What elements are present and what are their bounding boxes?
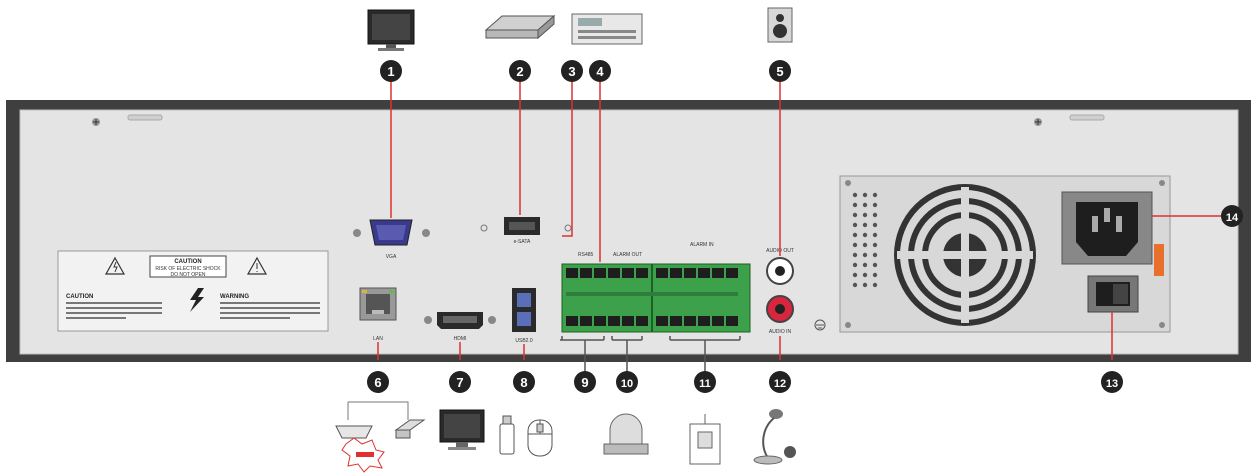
network-cloud-icon xyxy=(335,401,426,473)
svg-text:8: 8 xyxy=(520,375,527,390)
warning-triangle-icon xyxy=(246,256,268,275)
caution-left-title: CAUTION xyxy=(66,294,93,300)
alarm-out-label: ALARM OUT xyxy=(613,252,642,258)
callout-14: 14 xyxy=(1221,205,1243,227)
lan-label: LAN xyxy=(373,336,383,342)
usb-label: USB2.0 xyxy=(515,338,532,344)
svg-text:11: 11 xyxy=(699,378,711,390)
lan-port: LAN xyxy=(359,287,397,342)
caution-line-2: DO NOT OPEN xyxy=(171,272,206,278)
callout-4: 4 xyxy=(589,60,611,82)
vga-label: VGA xyxy=(386,254,397,260)
hdmi-label: HDMI xyxy=(454,336,467,342)
svg-text:2: 2 xyxy=(516,64,523,79)
callout-8: 8 xyxy=(513,371,535,393)
power-supply xyxy=(839,175,1171,333)
svg-text:9: 9 xyxy=(581,375,588,390)
screw-icon xyxy=(92,118,100,126)
microphone-icon xyxy=(753,409,796,465)
lightning-icon xyxy=(190,288,204,312)
callout-9: 9 xyxy=(574,371,596,393)
monitor-icon xyxy=(439,409,485,450)
svg-text:5: 5 xyxy=(776,64,783,79)
callout-2: 2 xyxy=(509,60,531,82)
screw-icon xyxy=(1159,180,1165,186)
alarm-in-label: ALARM IN xyxy=(690,242,714,248)
screw-icon xyxy=(845,180,851,186)
power-switch xyxy=(1087,275,1139,313)
power-socket xyxy=(1061,191,1153,265)
hard-drive-icon xyxy=(484,14,556,40)
rs485-label: RS485 xyxy=(578,252,594,258)
screw-icon xyxy=(845,322,851,328)
caution-sticker: CAUTION RISK OF ELECTRIC SHOCK DO NOT OP… xyxy=(57,250,329,332)
usb-drive-icon xyxy=(499,415,515,455)
usb-port: USB2.0 xyxy=(512,288,536,344)
callout-7: 7 xyxy=(449,371,471,393)
svg-text:14: 14 xyxy=(1226,212,1239,224)
warning-title: WARNING xyxy=(220,294,249,300)
vga-port: VGA xyxy=(353,219,430,260)
screw-icon xyxy=(1034,118,1042,126)
callout-1: 1 xyxy=(380,60,402,82)
fan-icon xyxy=(894,184,1036,326)
svg-text:1: 1 xyxy=(387,64,394,79)
terminal-blocks: RS485 ALARM OUT ALARM IN xyxy=(561,242,751,333)
audio-in-port: AUDIO IN xyxy=(766,295,794,335)
warning-triangle-icon xyxy=(104,256,126,275)
svg-text:3: 3 xyxy=(568,64,575,79)
caution-title: CAUTION xyxy=(174,259,201,265)
svg-text:12: 12 xyxy=(774,378,786,390)
ground-icon xyxy=(814,319,826,331)
svg-text:7: 7 xyxy=(456,375,463,390)
screw-icon xyxy=(1159,322,1165,328)
hdmi-port: HDMI xyxy=(424,312,496,342)
svg-text:4: 4 xyxy=(596,64,604,79)
speaker-icon xyxy=(767,7,793,43)
svg-text:6: 6 xyxy=(374,375,381,390)
monitor-icon xyxy=(367,9,415,51)
audio-in-label: AUDIO IN xyxy=(769,329,792,335)
callout-markers: 1 2 3 4 5 6 7 8 9 10 11 12 13 14 xyxy=(367,60,1243,393)
keyboard-controller-icon xyxy=(571,13,643,45)
sensor-icon xyxy=(689,414,721,465)
callout-13: 13 xyxy=(1101,371,1123,393)
esata-port: e-SATA xyxy=(480,217,572,245)
callout-3: 3 xyxy=(561,60,583,82)
callout-12: 12 xyxy=(769,371,791,393)
mouse-icon xyxy=(527,419,553,457)
esata-label: e-SATA xyxy=(514,239,531,245)
callout-6: 6 xyxy=(367,371,389,393)
callout-10: 10 xyxy=(616,371,638,393)
callout-11: 11 xyxy=(694,371,716,393)
svg-text:13: 13 xyxy=(1106,378,1118,390)
callout-5: 5 xyxy=(769,60,791,82)
caution-line-1: RISK OF ELECTRIC SHOCK xyxy=(155,266,221,272)
alarm-siren-icon xyxy=(603,413,649,455)
leader-lines xyxy=(377,78,1222,380)
svg-text:10: 10 xyxy=(621,378,633,390)
